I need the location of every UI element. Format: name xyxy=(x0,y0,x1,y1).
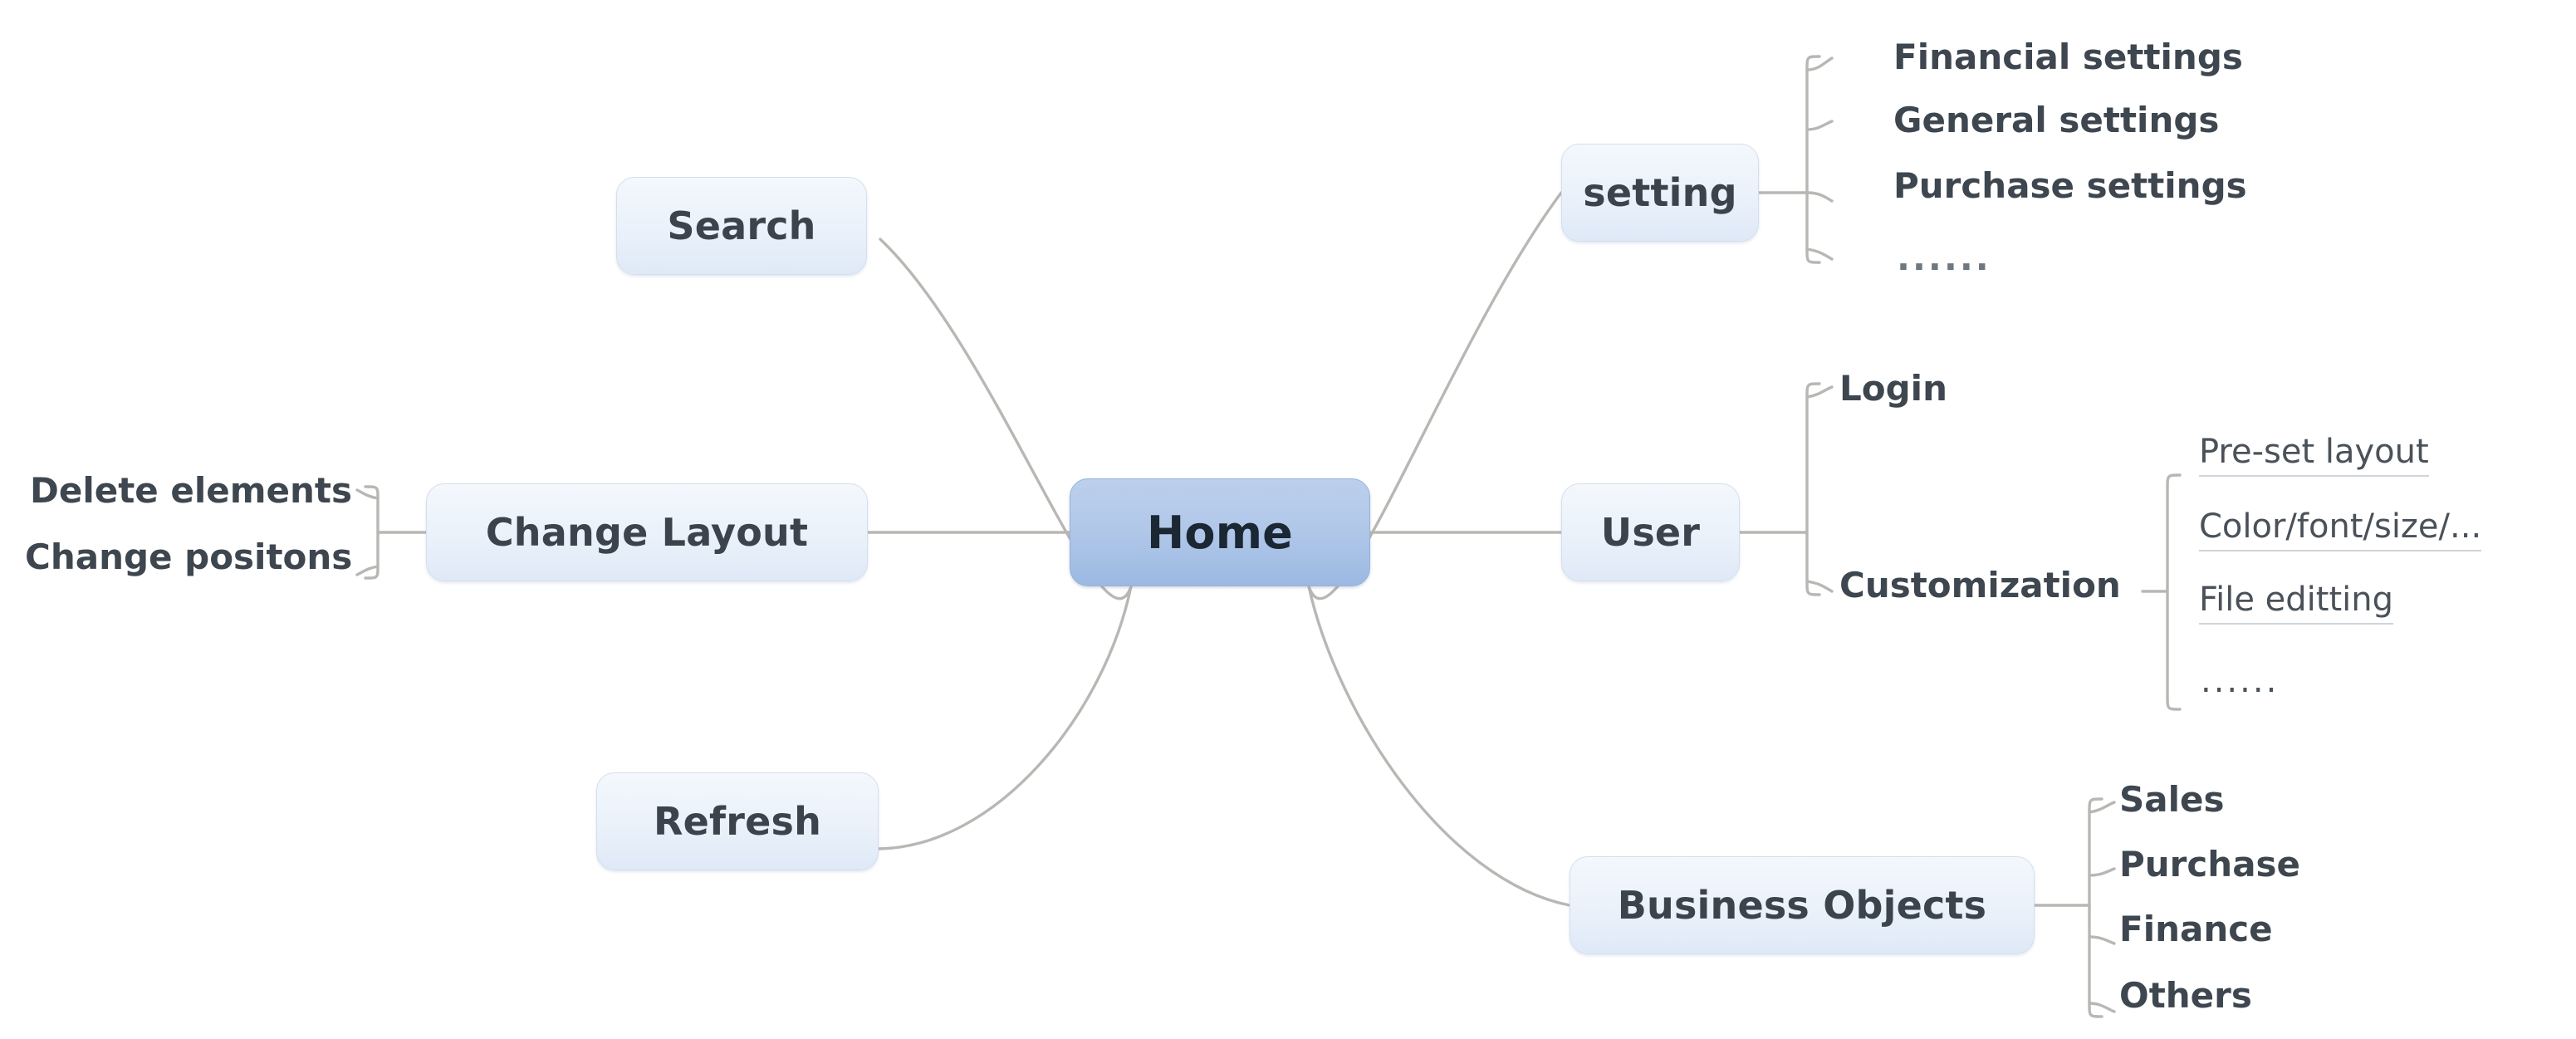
leaf-customization[interactable]: Customization xyxy=(1839,568,2121,603)
edge-change-layout-delete xyxy=(355,488,380,500)
leaf-pre-set-layout-label: Pre-set layout xyxy=(2199,433,2429,471)
node-refresh[interactable]: Refresh xyxy=(596,772,879,870)
node-change-layout-label: Change Layout xyxy=(485,510,809,555)
leaf-financial-settings-label: Financial settings xyxy=(1893,37,2243,77)
leaf-change-positons[interactable]: Change positons xyxy=(25,540,352,575)
edge-business-sales xyxy=(2088,801,2116,814)
leaf-finance[interactable]: Finance xyxy=(2119,912,2273,947)
leaf-file-editting-label: File editting xyxy=(2199,581,2393,619)
leaf-change-positons-label: Change positons xyxy=(25,537,353,577)
leaf-purchase[interactable]: Purchase xyxy=(2119,847,2300,882)
edge-setting-purchase xyxy=(1805,191,1834,203)
leaf-delete-elements-label: Delete elements xyxy=(30,470,353,511)
leaf-sales[interactable]: Sales xyxy=(2119,782,2224,817)
node-refresh-label: Refresh xyxy=(653,799,822,844)
edge-setting-dots xyxy=(1805,247,1834,261)
node-business-objects[interactable]: Business Objects xyxy=(1570,856,2035,954)
edge-business-purchase xyxy=(2088,867,2116,877)
leaf-setting-more[interactable]: ...... xyxy=(1897,241,1991,276)
leaf-purchase-settings-label: Purchase settings xyxy=(1893,165,2247,206)
leaf-general-settings-label: General settings xyxy=(1893,100,2220,140)
edge-home-business xyxy=(1307,585,1571,907)
leaf-setting-more-label: ...... xyxy=(1897,238,1991,278)
node-search-label: Search xyxy=(667,203,816,248)
bracket-change-layout xyxy=(364,485,380,580)
bracket-customization xyxy=(2166,473,2182,711)
edge-user-customization xyxy=(1805,580,1834,593)
edge-change-layout-positions xyxy=(355,565,380,576)
edge-business-others xyxy=(2088,1002,2116,1013)
node-setting[interactable]: setting xyxy=(1561,144,1759,242)
leaf-others-label: Others xyxy=(2119,975,2252,1016)
edge-business-finance xyxy=(2088,935,2116,945)
edge-home-refresh xyxy=(877,585,1133,850)
leaf-purchase-label: Purchase xyxy=(2119,844,2301,885)
leaf-customization-more[interactable]: ...... xyxy=(2201,664,2279,704)
leaf-finance-label: Finance xyxy=(2119,909,2273,949)
node-home[interactable]: Home xyxy=(1070,478,1370,586)
leaf-login[interactable]: Login xyxy=(1839,371,1947,406)
node-user-label: User xyxy=(1600,510,1701,555)
leaf-general-settings[interactable]: General settings xyxy=(1893,103,2219,138)
node-user[interactable]: User xyxy=(1561,483,1740,581)
bracket-business xyxy=(2088,797,2103,1018)
leaf-customization-label: Customization xyxy=(1839,565,2121,605)
bracket-setting xyxy=(1805,55,1821,264)
node-change-layout[interactable]: Change Layout xyxy=(426,483,868,581)
node-business-objects-label: Business Objects xyxy=(1617,883,1987,928)
node-home-label: Home xyxy=(1147,506,1293,559)
leaf-purchase-settings[interactable]: Purchase settings xyxy=(1893,169,2247,203)
leaf-delete-elements[interactable]: Delete elements xyxy=(30,473,352,508)
leaf-sales-label: Sales xyxy=(2119,779,2225,820)
node-search[interactable]: Search xyxy=(616,177,867,275)
bracket-user xyxy=(1805,382,1821,596)
leaf-others[interactable]: Others xyxy=(2119,978,2252,1013)
leaf-financial-settings[interactable]: Financial settings xyxy=(1893,40,2243,75)
edge-user-login xyxy=(1805,385,1834,399)
edge-setting-general xyxy=(1805,120,1834,131)
node-setting-label: setting xyxy=(1583,170,1737,215)
edge-setting-financial xyxy=(1805,56,1834,71)
leaf-login-label: Login xyxy=(1839,368,1947,409)
leaf-pre-set-layout[interactable]: Pre-set layout xyxy=(2199,435,2429,477)
leaf-color-font-size-label: Color/font/size/... xyxy=(2199,507,2482,546)
leaf-color-font-size[interactable]: Color/font/size/... xyxy=(2199,507,2482,551)
leaf-customization-more-label: ...... xyxy=(2201,662,2280,700)
leaf-file-editting[interactable]: File editting xyxy=(2199,583,2393,625)
